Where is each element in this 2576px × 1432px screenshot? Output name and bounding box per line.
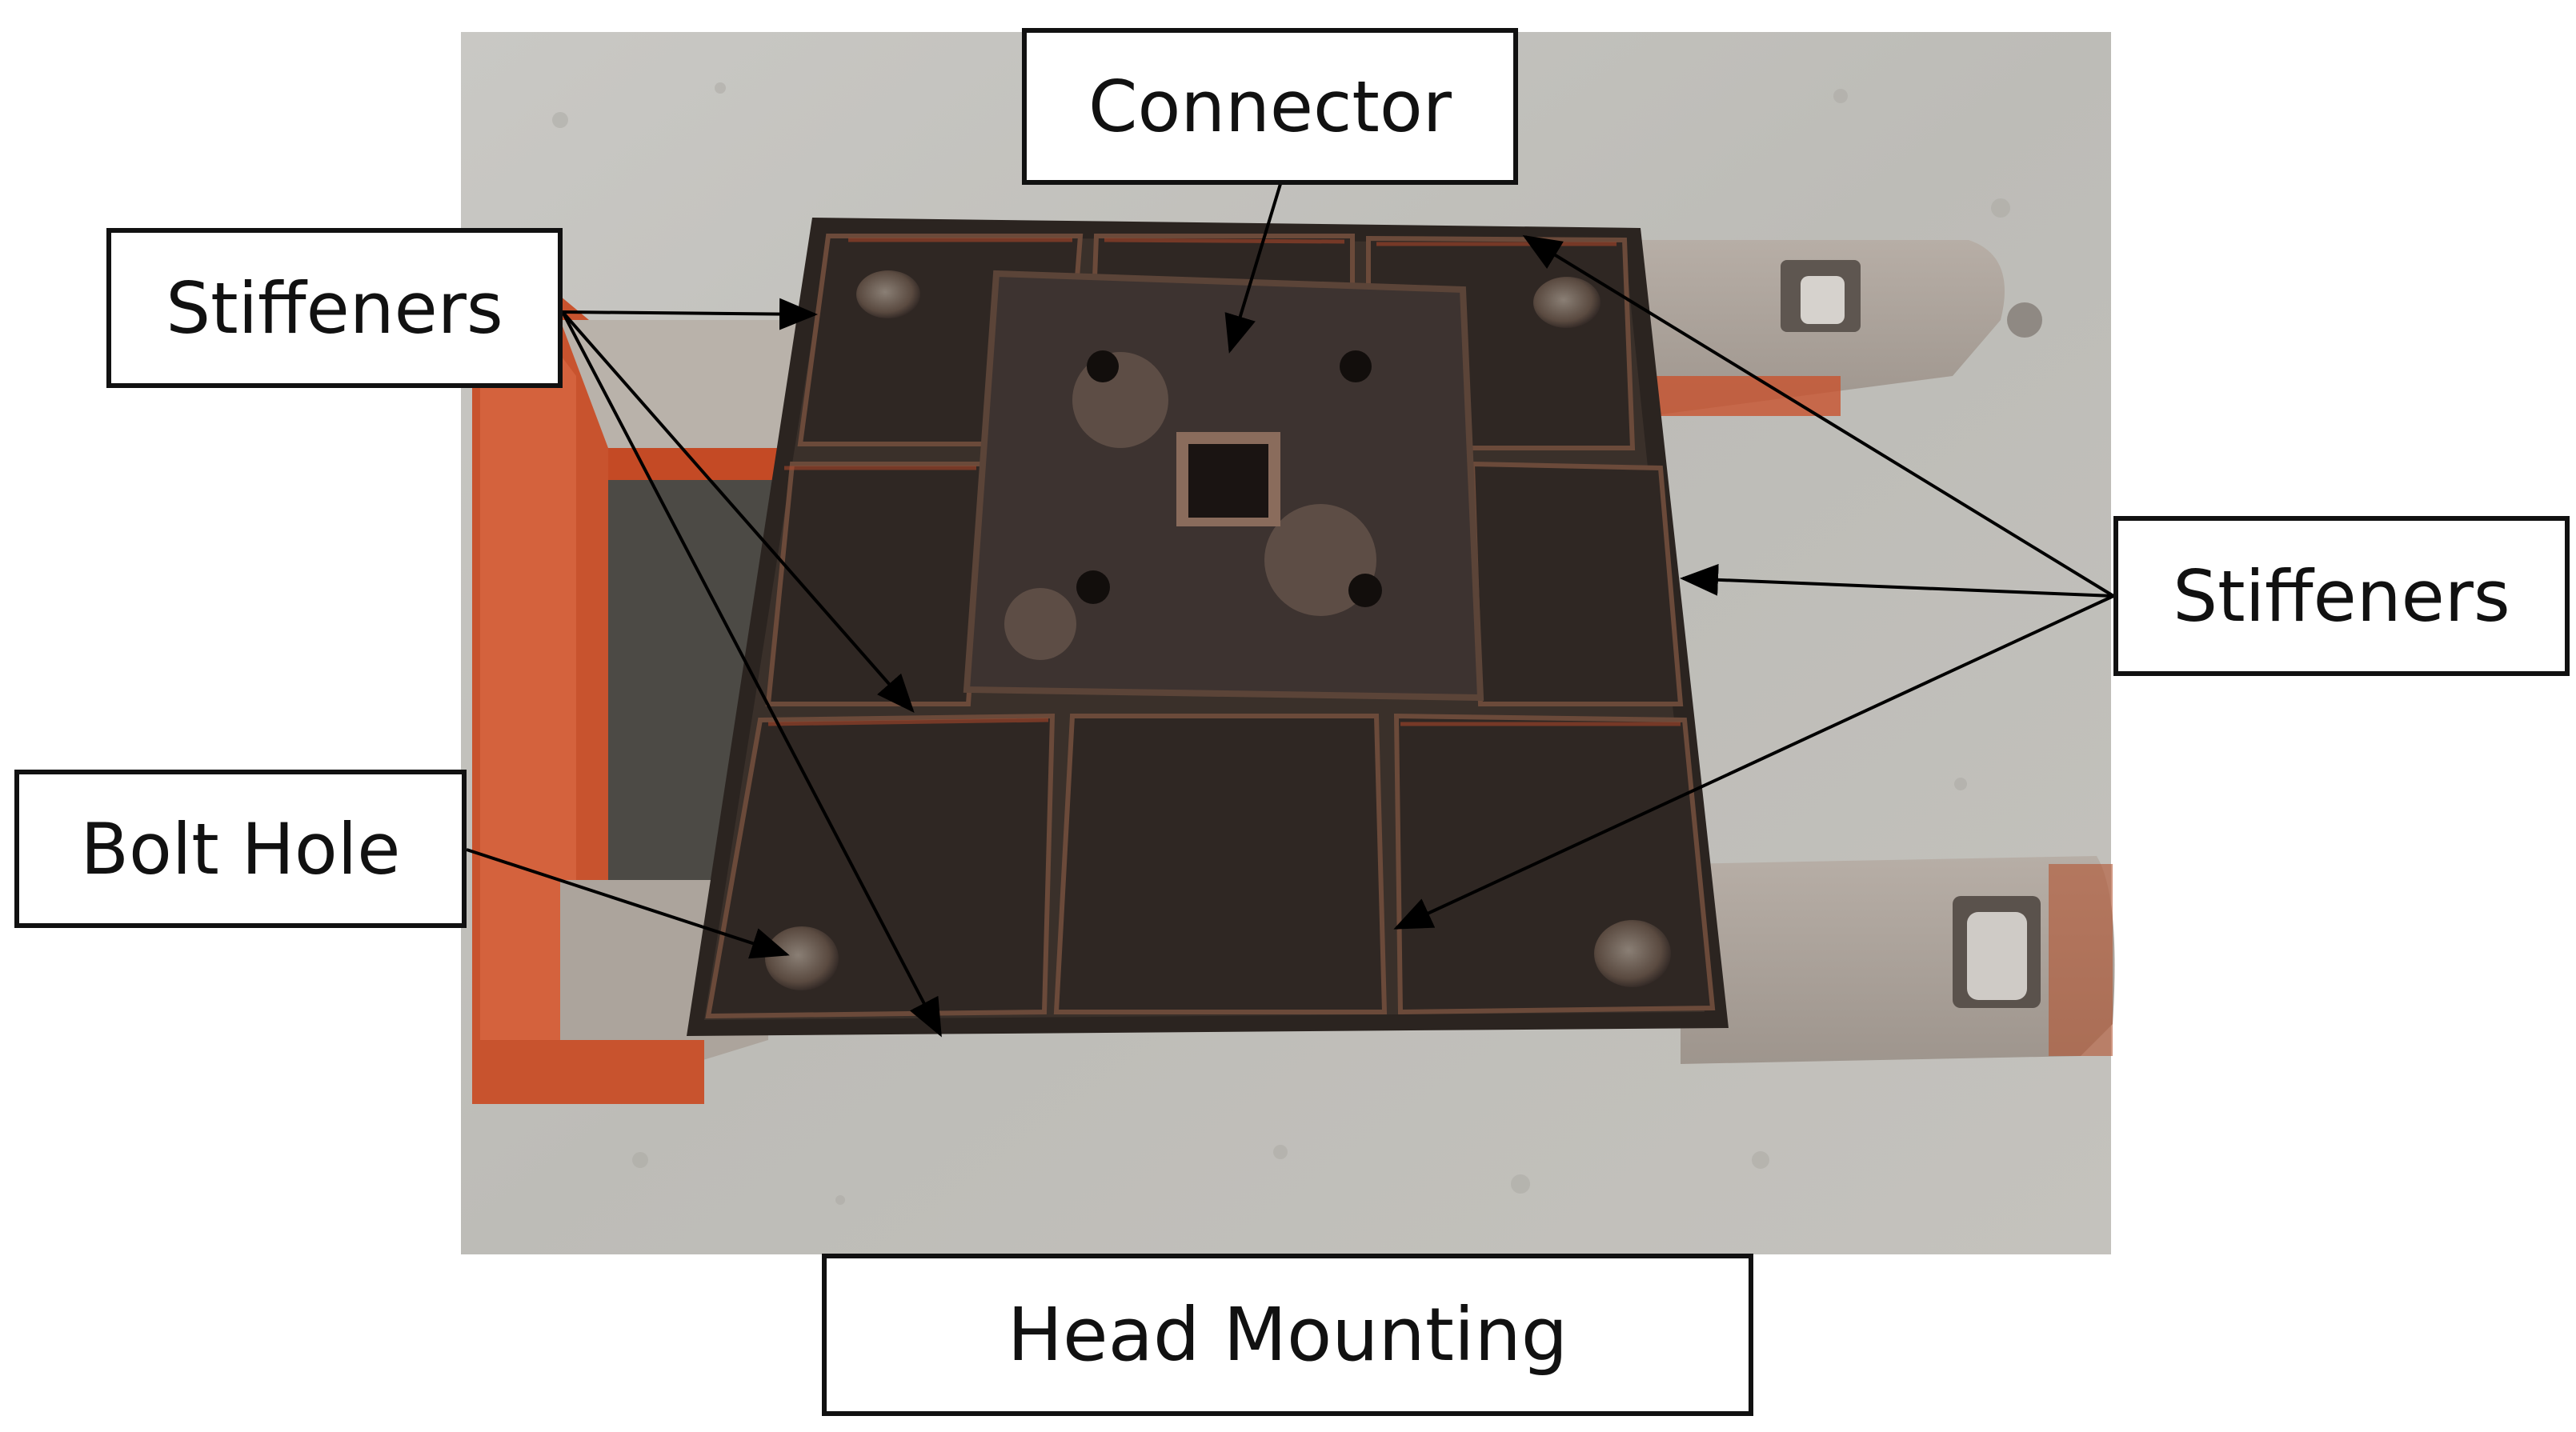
label-head-mounting: Head Mounting xyxy=(822,1254,1753,1416)
connector-plate xyxy=(963,270,1484,702)
fork-bottom xyxy=(1681,856,2115,1064)
bolt-hole-arrow xyxy=(466,848,790,959)
label-stiffeners-right: Stiffeners xyxy=(2113,516,2570,676)
stiffener-arrow-left-2 xyxy=(561,310,915,714)
bolt-holes xyxy=(765,270,1671,990)
stiffener-arrow-right-1 xyxy=(1522,234,2115,598)
photograph xyxy=(461,32,2115,1254)
annotation-arrows xyxy=(466,183,2115,1038)
stiffener-arrow-left-3 xyxy=(561,311,942,1038)
label-bolt-hole: Bolt Hole xyxy=(14,770,467,928)
label-stiffeners-left: Stiffeners xyxy=(106,228,563,388)
connector-arrow xyxy=(1224,183,1282,354)
stiffener-arrow-left-1 xyxy=(562,298,818,330)
fork-top xyxy=(1617,240,2042,416)
label-connector: Connector xyxy=(1022,28,1518,185)
stiffener-arrow-right-3 xyxy=(1393,594,2114,930)
stiffener-arrow-right-2 xyxy=(1680,563,2114,598)
